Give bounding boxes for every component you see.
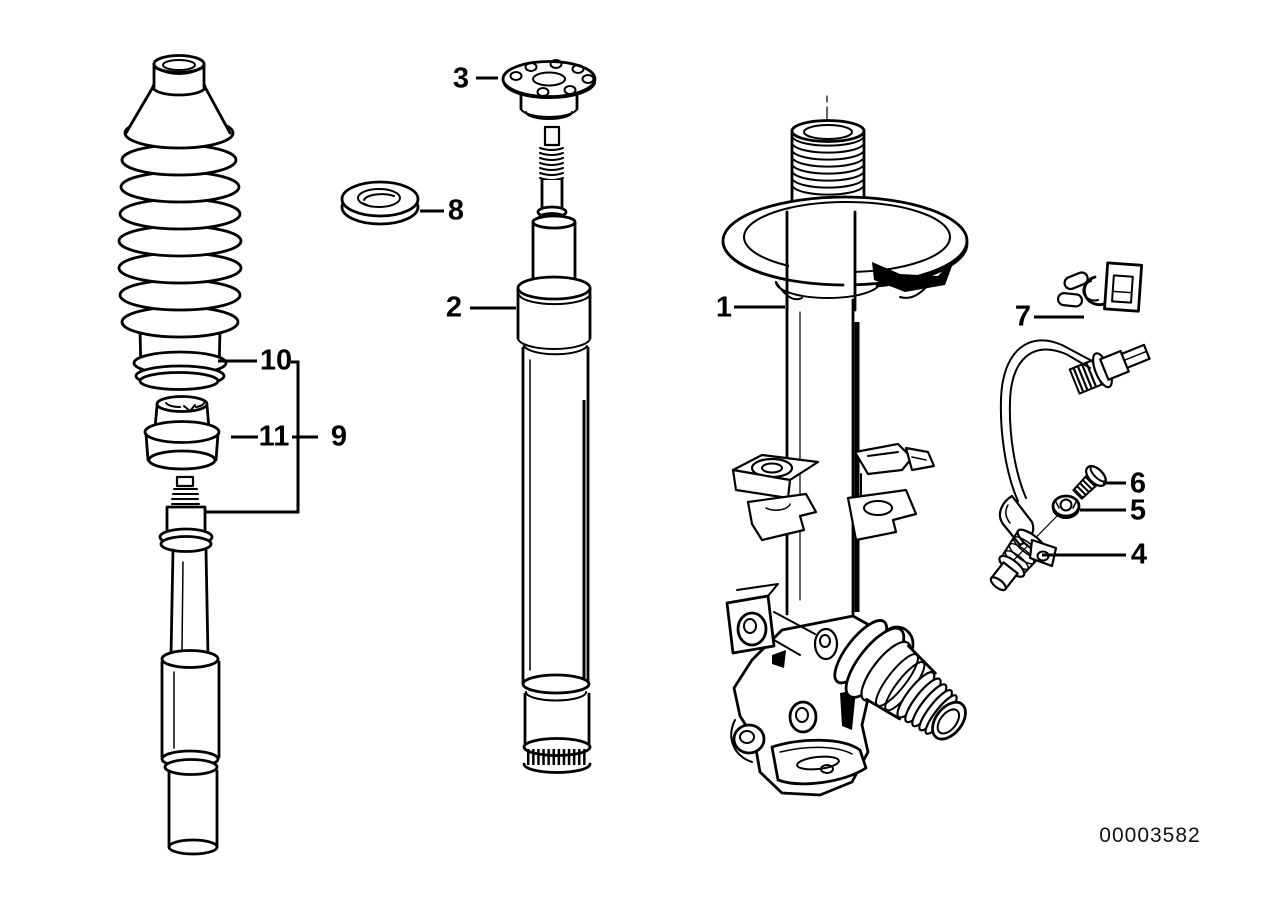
part-dust-boot (117, 54, 243, 391)
part-small-washer (1051, 494, 1081, 519)
callout-7: 7 (1014, 300, 1032, 333)
callout-1: 1 (715, 291, 733, 324)
part-support-bearing (501, 59, 597, 120)
callout-9: 9 (330, 420, 348, 453)
callout-3: 3 (452, 62, 470, 95)
part-bump-stop (143, 395, 221, 471)
callout-5: 5 (1129, 494, 1147, 527)
part-shock-insert (158, 475, 221, 856)
callout-10: 10 (259, 344, 293, 377)
part-abs-sensor (989, 494, 1061, 592)
sensor-cable (999, 339, 1151, 502)
callout-11: 11 (258, 420, 290, 453)
sensor-connector (1068, 343, 1151, 395)
plate-number: 00003582 (1099, 824, 1201, 847)
part-spring-strut (721, 95, 969, 797)
leader-lines (206, 76, 1126, 557)
part-washer (340, 180, 420, 226)
callout-8: 8 (447, 194, 465, 227)
callout-4: 4 (1130, 538, 1148, 571)
callout-2: 2 (445, 291, 463, 324)
callout-6: 6 (1129, 467, 1147, 500)
part-cable-clip (1056, 261, 1144, 313)
part-shock-cartridge (516, 125, 592, 774)
part-screw (1072, 465, 1107, 500)
